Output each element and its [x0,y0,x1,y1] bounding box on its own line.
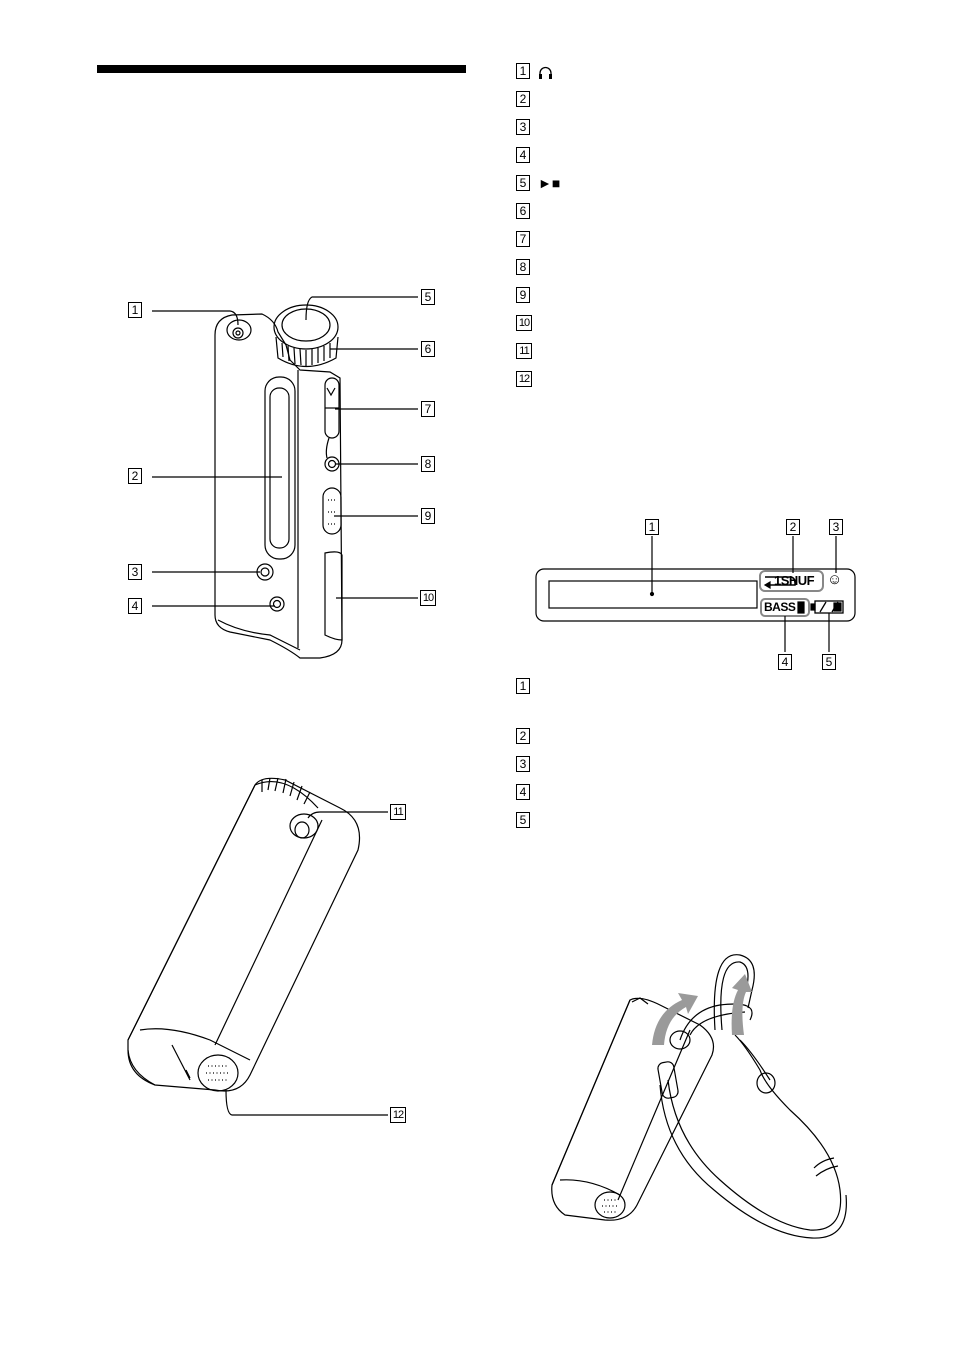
front-callout-7: 7 [421,401,435,417]
display-list-num-4: 4 [516,784,530,800]
front-callout-3: 3 [128,564,142,580]
display-callout-3: 3 [829,519,843,535]
parts-list-num-1: 1 [516,63,530,79]
parts-list-num-5: 5 [516,175,530,191]
display-callout-5: 5 [822,654,836,670]
front-callout-6: 6 [421,341,435,357]
front-callout-2: 2 [128,468,142,484]
parts-list-num-10: 10 [516,315,532,331]
display-list-num-5: 5 [516,812,530,828]
front-callout-9: 9 [421,508,435,524]
front-callout-5: 5 [421,289,435,305]
display-list-num-3: 3 [516,756,530,772]
parts-list-num-12: 12 [516,371,532,387]
parts-list-num-8: 8 [516,259,530,275]
front-callout-4: 4 [128,598,142,614]
front-callout-10: 10 [420,590,436,606]
parts-list-num-11: 11 [516,343,532,359]
display-list-num-1: 1 [516,678,530,694]
parts-list-num-6: 6 [516,203,530,219]
parts-list-num-2: 2 [516,91,530,107]
parts-list-num-4: 4 [516,147,530,163]
section-header-rule [97,65,466,73]
back-callout-12: 12 [390,1107,406,1123]
display-callout-4: 4 [778,654,792,670]
display-bass-indicator: BASS [764,600,796,614]
parts-list-num-7: 7 [516,231,530,247]
front-callout-8: 8 [421,456,435,472]
parts-list-num-3: 3 [516,119,530,135]
play-stop-symbol: ►■ [538,175,561,191]
front-callout-1: 1 [128,302,142,318]
display-smiley-indicator: ☺ [827,571,843,588]
display-callout-2: 2 [786,519,800,535]
display-list-num-2: 2 [516,728,530,744]
display-callout-1: 1 [645,519,659,535]
display-shuffle-indicator: 1SHUF [774,573,815,588]
parts-list-num-9: 9 [516,287,530,303]
back-callout-11: 11 [390,804,406,820]
